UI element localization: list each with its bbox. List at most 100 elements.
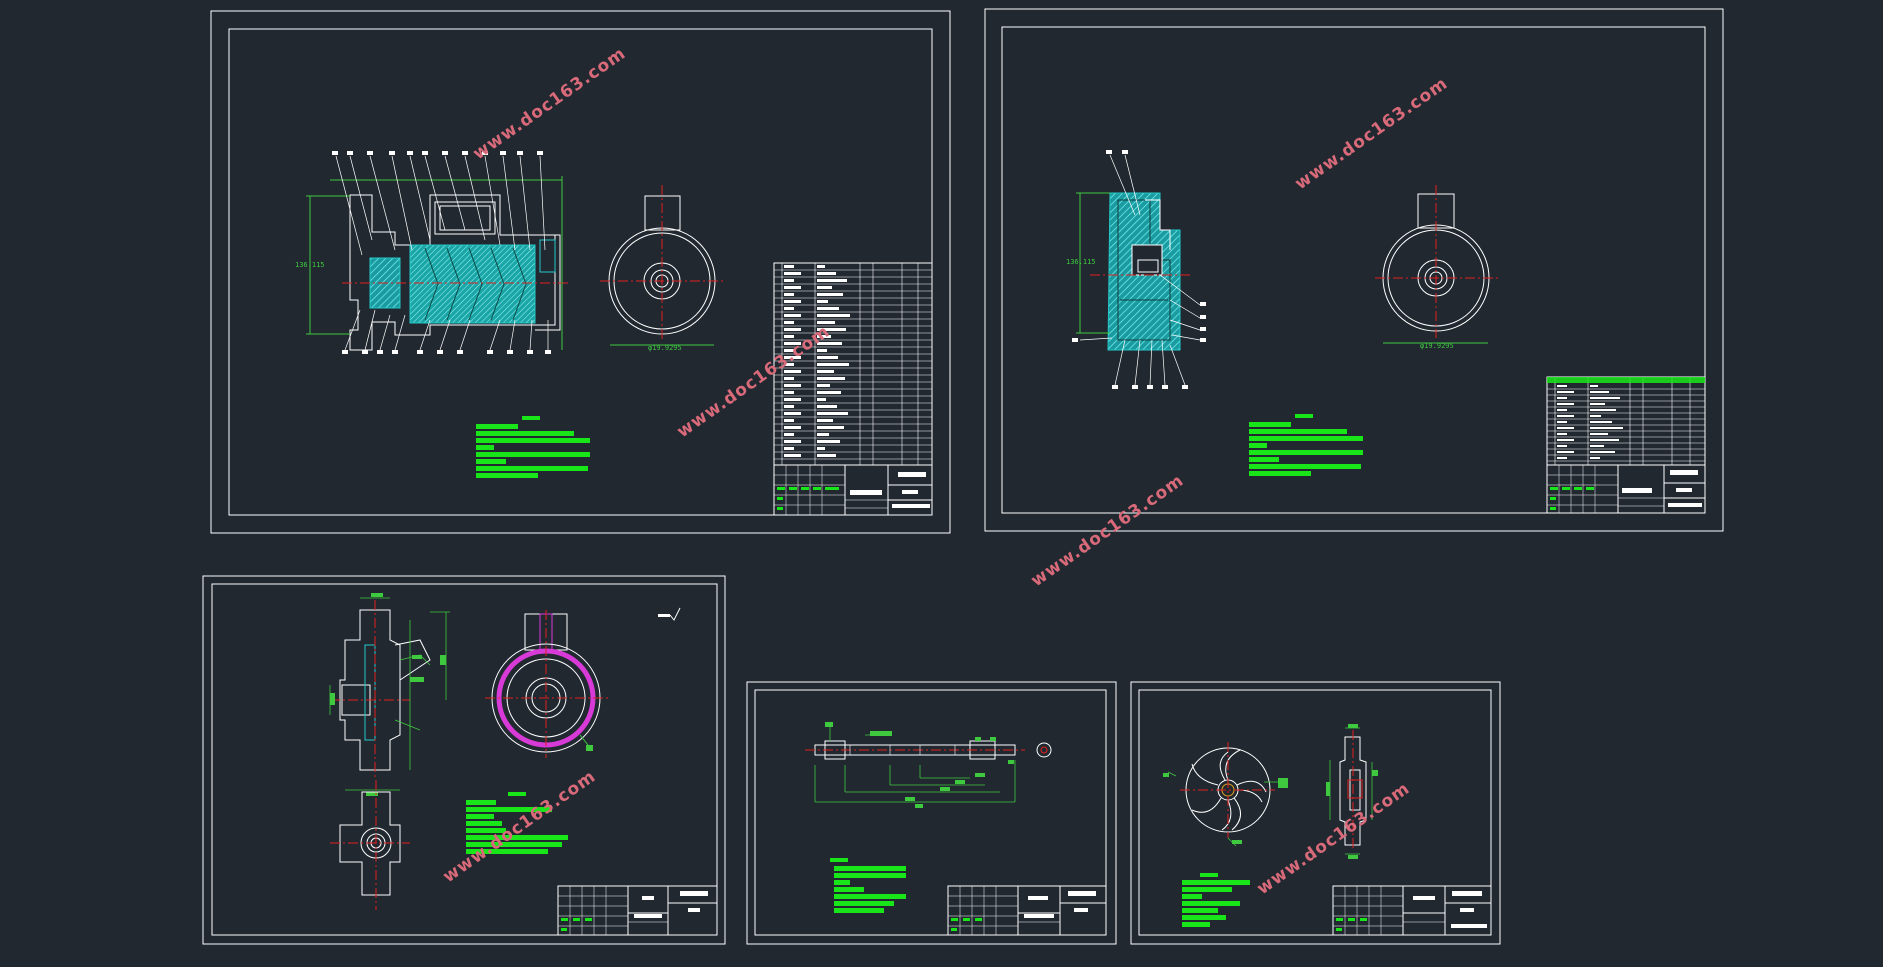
sheet-impeller-part — [1130, 681, 1501, 945]
parts-row-text — [817, 314, 850, 317]
sheet-outer-border — [984, 8, 1724, 532]
parts-row-text — [784, 454, 801, 457]
parts-row-text — [784, 405, 794, 408]
parts-row-text — [1590, 415, 1601, 417]
technical-notes — [466, 792, 568, 854]
watermark: www.doc163.com — [439, 766, 599, 887]
sheet-inner-border — [211, 583, 718, 936]
parts-row-text — [784, 272, 801, 275]
parts-row-text — [784, 265, 794, 268]
technical-notes — [830, 858, 906, 913]
parts-row-text — [817, 391, 841, 394]
pump-body-section-view: 136.115 — [1066, 150, 1206, 389]
parts-row-text — [784, 440, 801, 443]
parts-row-text — [817, 279, 847, 282]
parts-row-text — [817, 454, 836, 457]
parts-list-table — [1546, 376, 1706, 514]
parts-row-text — [817, 384, 830, 387]
parts-row-text — [817, 286, 832, 289]
casing-end-view — [485, 610, 610, 758]
sheet-shaft-part — [746, 681, 1117, 945]
parts-row-text — [817, 307, 839, 310]
technical-notes — [1182, 873, 1250, 927]
casing-top-view — [330, 780, 410, 910]
parts-row-text — [1557, 397, 1567, 399]
title-block — [1332, 885, 1492, 936]
parts-row-text — [817, 363, 849, 366]
parts-row-text — [1590, 433, 1608, 435]
parts-row-text — [1590, 409, 1616, 411]
parts-row-text — [784, 321, 794, 324]
parts-row-text — [1590, 427, 1623, 429]
sheet-pump-body: 136.115 — [984, 8, 1724, 532]
title-block — [557, 885, 718, 936]
parts-row-text — [784, 419, 794, 422]
sheet-casing-part — [202, 575, 726, 945]
sheet-inner-border — [754, 689, 1107, 936]
parts-row-text — [1557, 415, 1574, 417]
parts-row-text — [817, 342, 842, 345]
sheet-assembly: 136.115 — [210, 10, 951, 534]
pump-assembly-section-view: 136.115 — [295, 151, 568, 354]
parts-row-text — [817, 398, 826, 401]
watermark: www.doc163.com — [1291, 73, 1451, 194]
sheet-inner-border — [1001, 26, 1706, 514]
parts-row-text — [817, 349, 827, 352]
parts-row-text — [784, 286, 801, 289]
parts-row-text — [1557, 433, 1567, 435]
pump-body-end-view: φ19.9295 — [1375, 185, 1500, 350]
parts-row-text — [817, 405, 837, 408]
parts-row-text — [1590, 445, 1604, 447]
parts-row-text — [817, 412, 848, 415]
dimension-label: 136.115 — [295, 261, 325, 269]
parts-row-text — [1557, 385, 1567, 387]
sheet-outer-border — [210, 10, 951, 534]
parts-row-text — [817, 328, 846, 331]
parts-row-text — [784, 335, 794, 338]
parts-row-text — [784, 412, 801, 415]
parts-row-text — [1557, 457, 1567, 459]
dimension-label: 136.115 — [1066, 258, 1096, 266]
parts-row-text — [1590, 451, 1615, 453]
parts-row-text — [817, 419, 833, 422]
parts-row-text — [817, 321, 835, 324]
impeller-side-view — [1326, 724, 1378, 859]
parts-row-text — [817, 370, 834, 373]
parts-row-text — [784, 398, 801, 401]
sheet-outer-border — [202, 575, 726, 945]
technical-notes — [1249, 414, 1363, 476]
parts-row-text — [1590, 397, 1620, 399]
parts-row-text — [817, 272, 836, 275]
parts-row-text — [817, 300, 828, 303]
title-block — [947, 885, 1107, 936]
watermark: www.doc163.com — [469, 43, 629, 164]
shaft-drawing — [805, 722, 1052, 808]
parts-row-text — [784, 300, 801, 303]
parts-row-text — [1557, 439, 1574, 441]
parts-row-text — [817, 447, 825, 450]
parts-row-text — [1557, 391, 1574, 393]
parts-row-text — [784, 447, 794, 450]
parts-row-text — [817, 440, 840, 443]
parts-row-text — [1590, 385, 1598, 387]
parts-row-text — [1557, 451, 1574, 453]
sheet-outer-border — [746, 681, 1117, 945]
impeller-front-view — [1163, 742, 1288, 847]
parts-row-text — [817, 433, 829, 436]
parts-row-text — [1557, 421, 1567, 423]
parts-row-text — [784, 279, 794, 282]
casing-section-view — [329, 593, 450, 796]
parts-row-text — [784, 433, 794, 436]
sheet-inner-border — [1138, 689, 1492, 936]
parts-row-text — [784, 426, 801, 429]
parts-row-text — [784, 384, 801, 387]
parts-row-text — [784, 307, 794, 310]
parts-row-text — [817, 377, 845, 380]
parts-row-text — [784, 314, 801, 317]
parts-row-text — [784, 349, 794, 352]
parts-row-text — [1557, 427, 1574, 429]
dimension-label: φ19.9295 — [648, 344, 682, 352]
parts-row-text — [1590, 421, 1612, 423]
parts-row-text — [817, 426, 844, 429]
parts-row-text — [1557, 445, 1567, 447]
